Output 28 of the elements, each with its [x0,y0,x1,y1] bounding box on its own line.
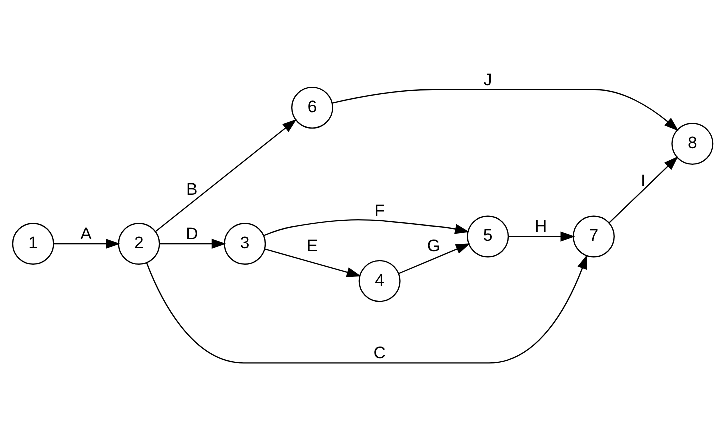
node-circle: 8 [672,123,714,166]
edge-label: J [484,70,492,90]
edge-label: I [640,171,646,190]
edge-label: D [186,224,198,244]
node-circle: 2 [118,222,160,265]
edge-label: B [186,180,198,199]
arrow [146,254,588,364]
node-circle: 4 [358,260,401,302]
edge-label: G [427,236,441,256]
edge-label: F [374,202,385,221]
arrow [54,238,120,250]
arrow [265,248,362,278]
edge-label: E [306,236,318,256]
node-circle: 3 [224,222,266,265]
arrow [332,89,679,132]
arrow [160,238,226,250]
arrow [398,244,471,274]
arrow [508,232,576,242]
edge-label: A [80,224,92,244]
node-circle: 5 [467,216,510,258]
node-circle: 6 [291,86,334,129]
node-circle: 1 [12,222,54,265]
arrow [608,156,678,224]
edge-label: H [534,217,548,236]
arrow [264,220,470,236]
node-circle: 7 [573,216,615,258]
edge-label: C [374,344,386,363]
arrow [156,119,297,232]
